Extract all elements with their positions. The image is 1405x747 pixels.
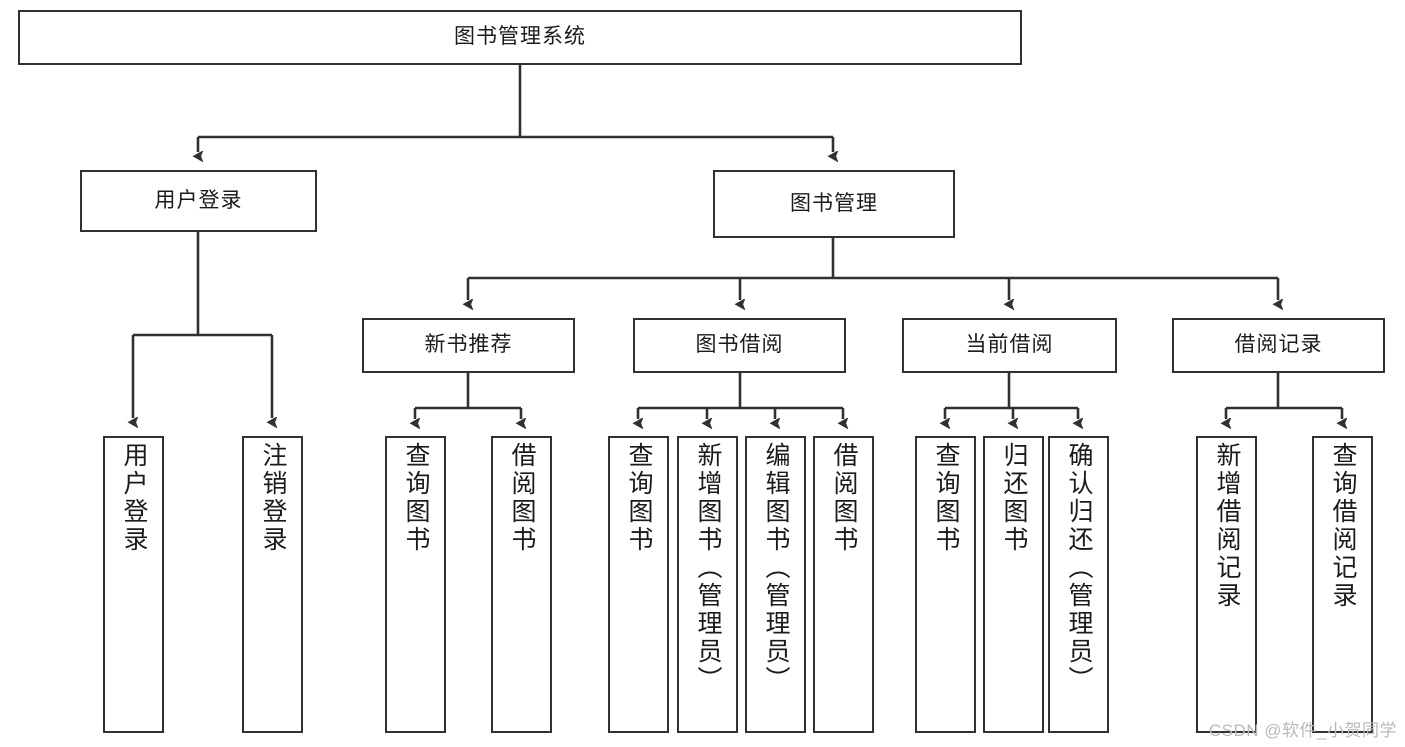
node-user-login[interactable]: 用户登录 [80, 170, 317, 232]
node-leaf-logout-label: 注销登录 [259, 442, 287, 554]
node-leaf-add-record-label: 新增借阅记录 [1213, 442, 1241, 610]
node-leaf-borrow-book-2[interactable]: 借阅图书 [813, 436, 874, 733]
node-leaf-return-book-label: 归还图书 [1000, 442, 1028, 554]
node-leaf-query-book-2[interactable]: 查询图书 [608, 436, 669, 733]
node-current-borrow-label: 当前借阅 [965, 333, 1054, 357]
node-book-borrow-label: 图书借阅 [695, 333, 784, 357]
node-borrow-record[interactable]: 借阅记录 [1172, 318, 1385, 373]
node-root-label: 图书管理系统 [454, 25, 586, 49]
node-leaf-borrow-book-2-label: 借阅图书 [830, 442, 858, 554]
node-leaf-query-book-2-label: 查询图书 [625, 442, 653, 554]
node-book-borrow[interactable]: 图书借阅 [633, 318, 846, 373]
node-leaf-edit-book[interactable]: 编辑图书（管理员） [745, 436, 806, 733]
node-leaf-user-login-label: 用户登录 [120, 442, 148, 554]
node-leaf-add-book-label: 新增图书（管理员） [694, 442, 722, 694]
node-book-manage[interactable]: 图书管理 [713, 170, 955, 238]
node-leaf-query-record[interactable]: 查询借阅记录 [1312, 436, 1373, 733]
node-new-book-recommend-label: 新书推荐 [424, 333, 513, 357]
node-leaf-confirm-return[interactable]: 确认归还（管理员） [1048, 436, 1109, 733]
node-current-borrow[interactable]: 当前借阅 [902, 318, 1117, 373]
node-root[interactable]: 图书管理系统 [18, 10, 1022, 65]
node-leaf-add-book[interactable]: 新增图书（管理员） [677, 436, 738, 733]
node-leaf-confirm-return-label: 确认归还（管理员） [1065, 442, 1093, 694]
node-leaf-borrow-book-1-label: 借阅图书 [508, 442, 536, 554]
node-leaf-edit-book-label: 编辑图书（管理员） [762, 442, 790, 694]
node-leaf-query-book-1-label: 查询图书 [402, 442, 430, 554]
node-leaf-user-login[interactable]: 用户登录 [103, 436, 164, 733]
node-borrow-record-label: 借阅记录 [1234, 333, 1323, 357]
node-leaf-borrow-book-1[interactable]: 借阅图书 [491, 436, 552, 733]
node-user-login-label: 用户登录 [154, 188, 243, 212]
node-leaf-logout[interactable]: 注销登录 [242, 436, 303, 733]
csdn-watermark: CSDN @软件_小贺同学 [1208, 721, 1397, 740]
node-book-manage-label: 图书管理 [790, 191, 878, 215]
node-leaf-query-record-label: 查询借阅记录 [1329, 442, 1357, 610]
node-leaf-query-book-3[interactable]: 查询图书 [915, 436, 976, 733]
node-leaf-query-book-3-label: 查询图书 [932, 442, 960, 554]
node-new-book-recommend[interactable]: 新书推荐 [362, 318, 575, 373]
node-leaf-add-record[interactable]: 新增借阅记录 [1196, 436, 1257, 733]
node-leaf-query-book-1[interactable]: 查询图书 [385, 436, 446, 733]
node-leaf-return-book[interactable]: 归还图书 [983, 436, 1044, 733]
